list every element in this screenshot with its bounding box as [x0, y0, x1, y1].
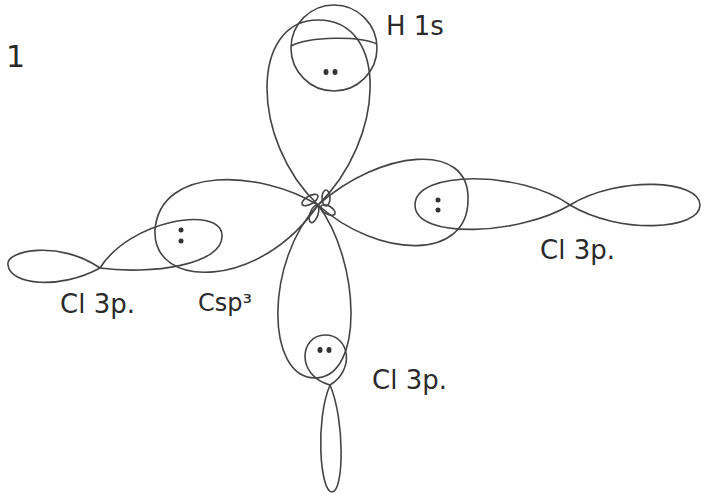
- figure-number: 1: [6, 40, 25, 73]
- sp3-lobe: [318, 159, 468, 245]
- orbital-label: Csp³: [198, 290, 252, 316]
- sp3-lobe: [155, 180, 318, 273]
- electron-dot: [179, 239, 184, 244]
- orbital-label: Cl 3p.: [60, 290, 135, 319]
- cl-3p-orbital: [415, 179, 570, 230]
- sp3-lobe: [267, 20, 370, 205]
- electron-dot: [327, 347, 332, 353]
- cl-3p-orbital: [321, 385, 341, 492]
- orbital-label: H 1s: [386, 12, 444, 41]
- back-lobe: [322, 190, 330, 206]
- cl-3p-orbital: [8, 250, 100, 282]
- back-lobe: [307, 204, 321, 224]
- cl-3p-orbital: [570, 184, 700, 225]
- electron-dot: [179, 228, 184, 233]
- electron-dot: [436, 198, 441, 203]
- electron-dot: [436, 208, 441, 213]
- h-1s-equator: [291, 38, 377, 46]
- electron-dot: [318, 347, 323, 353]
- h-1s-orbital: [291, 5, 377, 91]
- cl-3p-orbital: [100, 220, 222, 271]
- electron-dot: [333, 69, 338, 75]
- orbital-label: Cl 3p.: [540, 236, 615, 265]
- back-lobe: [319, 203, 337, 218]
- orbital-label: Cl 3p.: [372, 366, 447, 395]
- sp3-lobe: [278, 205, 351, 378]
- electron-dot: [324, 69, 329, 75]
- cl-3p-orbital: [305, 335, 346, 385]
